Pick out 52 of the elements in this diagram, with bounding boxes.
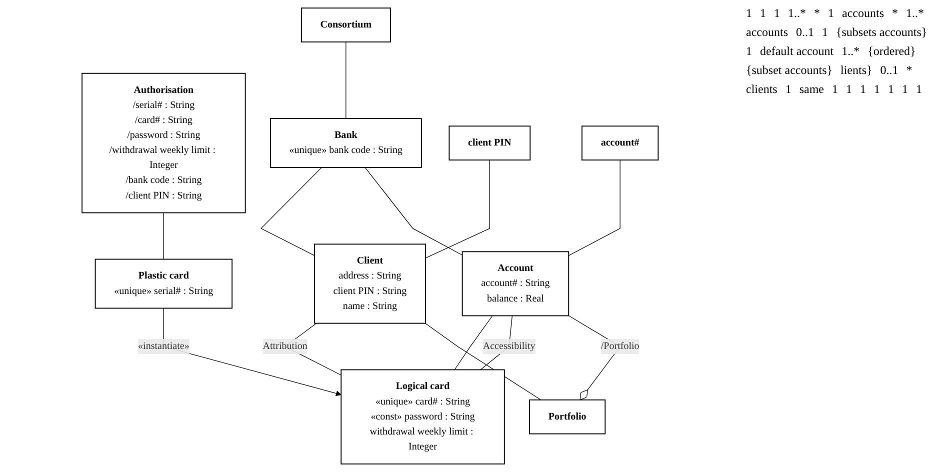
multiplicity-note: 1 <box>822 25 828 40</box>
multiplicity-note: 1 <box>828 6 834 21</box>
multiplicity-note: 1 <box>902 82 908 97</box>
multiplicity-note: {subset accounts} <box>746 63 833 78</box>
multiplicity-note: 1 <box>846 82 852 97</box>
multiplicity-note: 1 <box>916 82 922 97</box>
multiplicity-note: * <box>906 63 912 78</box>
association-line <box>568 160 620 256</box>
multiplicity-note: clients <box>746 82 778 97</box>
multiplicity-note: 1 <box>874 82 880 97</box>
class-box: Consortium <box>300 8 391 42</box>
multiplicity-note: 1..* <box>842 44 860 59</box>
multiplicity-note: accounts <box>842 6 884 21</box>
multiplicity-note: 1 <box>774 6 780 21</box>
association-line <box>425 160 490 258</box>
multiplicity-note: * <box>814 6 820 21</box>
class-box: Authorisation /serial# : String /card# : String /password : String /withdrawal weekly limit : Integer /bank code : String /client PIN : String <box>81 72 246 214</box>
multiplicity-note: 1 <box>746 44 752 59</box>
association-line <box>424 322 542 400</box>
multiplicity-note: 1 <box>860 82 866 97</box>
class-box: account# <box>581 126 659 160</box>
class-box: Bank «unique» bank code : String <box>270 118 422 168</box>
multiplicity-note: 0..1 <box>880 63 898 78</box>
multiplicity-note: same <box>799 82 824 97</box>
multiplicity-note: 1 <box>785 82 792 97</box>
class-box: client PIN <box>448 126 530 160</box>
edge-label: Attribution <box>262 338 308 354</box>
multiplicity-note: 1 <box>888 82 894 97</box>
multiplicity-note: * <box>892 6 898 21</box>
multiplicity-note: {subsets accounts} <box>836 25 928 40</box>
multiplicity-note: accounts <box>746 25 788 40</box>
multiplicity-note: 1 <box>746 6 752 21</box>
class-box: Plastic card «unique» serial# : String <box>94 258 232 309</box>
multiplicity-note: lients} <box>840 63 872 78</box>
multiplicity-note: default account <box>760 44 834 59</box>
multiplicity-note: 1..* <box>788 6 806 21</box>
class-box: Logical card «unique» card# : String «const» password : String withdrawal weekly limit : Integer <box>340 369 505 464</box>
multiplicity-note: 1..* <box>906 6 924 21</box>
edge-label: /Portfolio <box>600 338 640 354</box>
multiplicity-note: {ordered} <box>868 44 916 59</box>
edge-label: Accessibility <box>482 338 536 354</box>
association-line <box>364 167 463 256</box>
multiplicity-note: 0..1 <box>796 25 814 40</box>
class-box: Portfolio <box>528 399 606 434</box>
multiplicity-note: 1 <box>832 82 838 97</box>
multiplicity-note: 1 <box>760 6 766 21</box>
class-box: Client address : String client PIN : String name : String <box>314 244 426 324</box>
association-line <box>163 212 164 260</box>
edge-label: «instantiate» <box>138 338 190 354</box>
association-line <box>454 315 493 370</box>
class-box: Account account# : String balance : Real <box>462 251 569 316</box>
association-line <box>260 167 322 256</box>
